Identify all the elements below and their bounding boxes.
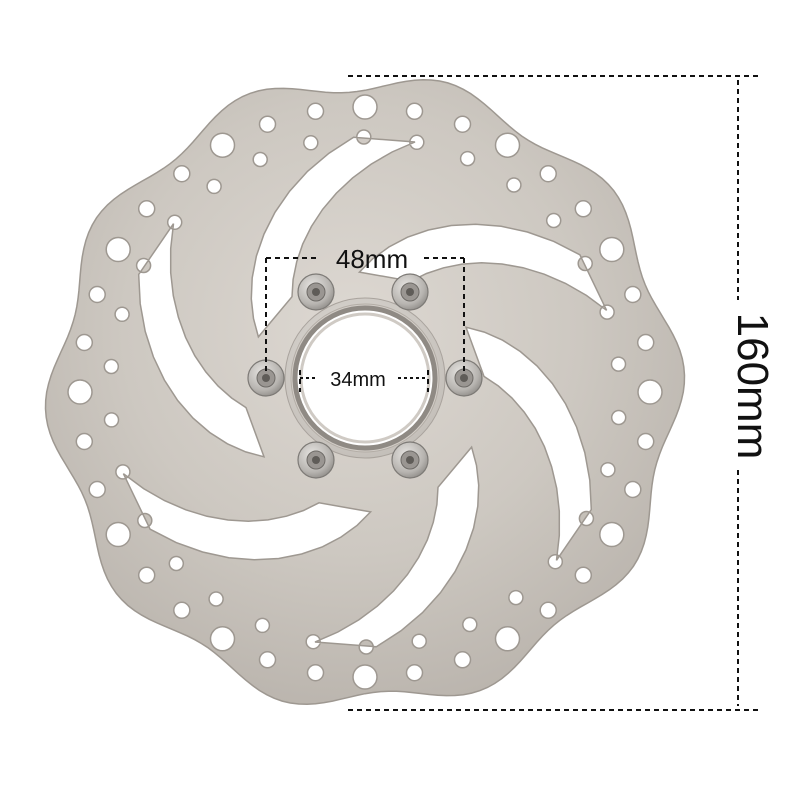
bolt-head <box>247 359 285 397</box>
bolt-head <box>391 273 429 311</box>
center-bore-label: 34mm <box>330 369 386 391</box>
brake-rotor <box>44 78 686 706</box>
bolt-circle-label: 48mm <box>336 244 408 274</box>
center-bore <box>292 305 438 451</box>
mounting-bolts <box>247 273 483 479</box>
bolt-head <box>297 273 335 311</box>
bolt-head <box>445 359 483 397</box>
outer-diameter-label: 160mm <box>728 313 777 460</box>
center-hub <box>284 297 446 459</box>
dimension-lines <box>265 75 762 711</box>
bolt-head <box>391 441 429 479</box>
bolt-head <box>297 441 335 479</box>
